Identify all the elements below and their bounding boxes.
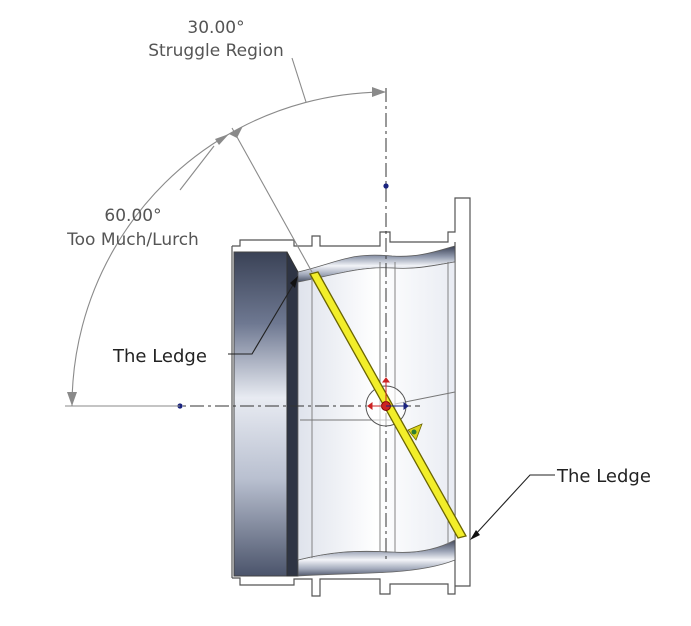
right-ledge-leader [473, 474, 555, 537]
lower-angle-value[interactable]: 60.00° [104, 206, 161, 226]
bore-shaded-left [233, 251, 288, 577]
right-ledge-note[interactable]: The Ledge [556, 466, 651, 487]
lower-angle-label[interactable]: Too Much/Lurch [66, 230, 199, 250]
angular-dimension-arcs [65, 57, 387, 407]
left-ledge-leader [228, 279, 297, 355]
disc-marker-icon [407, 423, 423, 441]
upper-angle-value[interactable]: 30.00° [187, 18, 244, 38]
centerline-point-vertical [383, 183, 389, 189]
ledge-step [286, 251, 299, 577]
dimension-arrowheads [67, 87, 386, 406]
upper-angle-label[interactable]: Struggle Region [148, 41, 284, 61]
pivot-axis-arrow-blue [386, 402, 409, 410]
left-ledge-arrowhead [290, 276, 298, 288]
right-ledge-arrowhead [470, 530, 480, 540]
pivot-axis-arrows [367, 377, 390, 410]
left-ledge-note[interactable]: The Ledge [112, 346, 207, 367]
